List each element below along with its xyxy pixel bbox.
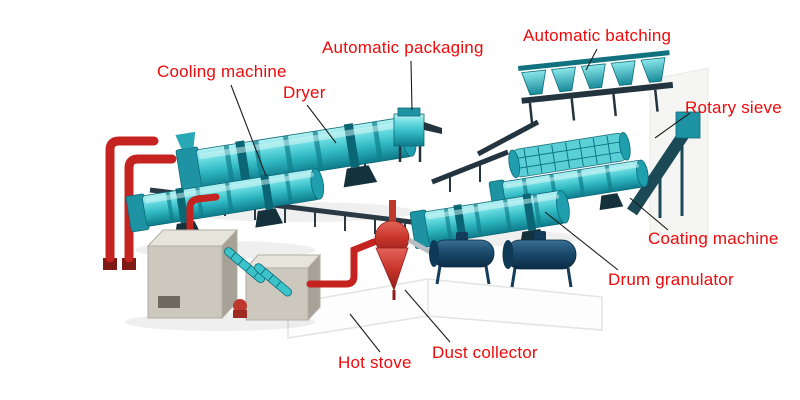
- label-drum-granulator: Drum granulator: [608, 270, 734, 289]
- dust-collector-cyclone: [306, 200, 432, 300]
- storage-tanks: [429, 231, 577, 288]
- label-dust-collector: Dust collector: [432, 343, 538, 362]
- automatic-packaging-machine: [393, 107, 442, 162]
- floor-platform: [287, 278, 603, 339]
- red-piping: [103, 136, 177, 270]
- bucket-elevator: [627, 111, 701, 218]
- label-rotary-sieve: Rotary sieve: [685, 98, 782, 117]
- leader-lines: [230, 48, 691, 353]
- automatic-batching-machine: [518, 50, 674, 125]
- label-automatic-batching: Automatic batching: [523, 26, 672, 45]
- label-cooling-machine: Cooling machine: [157, 62, 287, 81]
- label-automatic-packaging: Automatic packaging: [322, 38, 484, 57]
- label-coating-machine: Coating machine: [648, 229, 779, 248]
- label-hot-stove: Hot stove: [338, 353, 412, 372]
- label-dryer: Dryer: [283, 83, 326, 102]
